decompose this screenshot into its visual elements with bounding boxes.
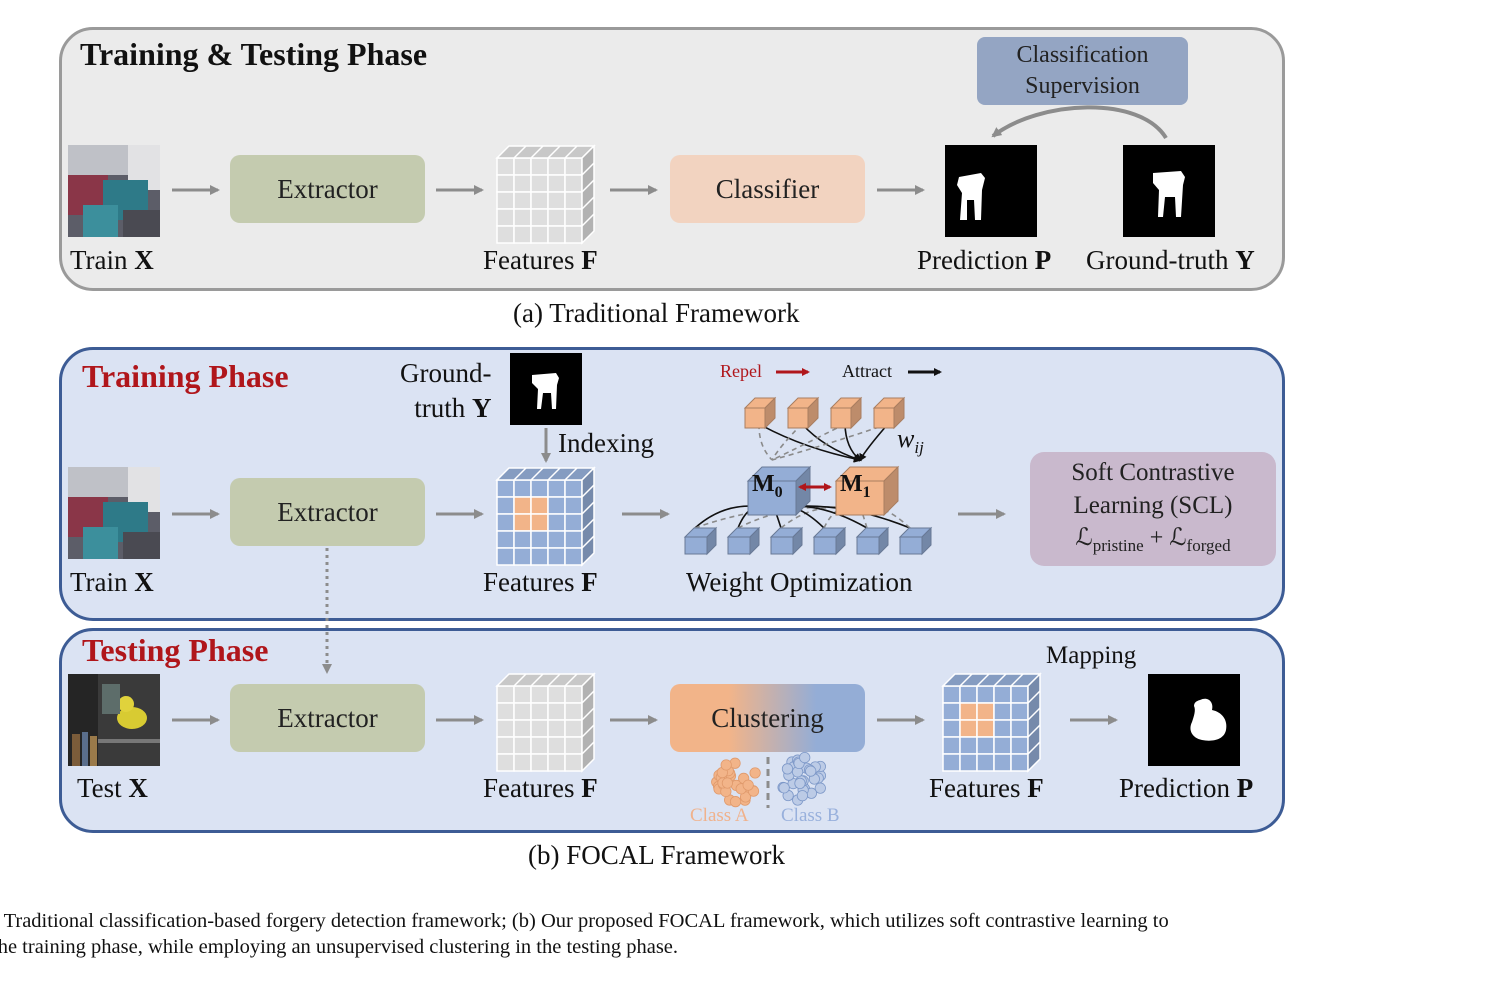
ground-truth-label-a: Ground-truth Y: [1086, 245, 1255, 275]
train-photo-icon: [68, 467, 160, 559]
test-x-label: Test X: [77, 773, 148, 803]
scl-loss: ℒpristine + ℒforged: [1075, 525, 1231, 555]
extractor-box-b-test: Extractor: [230, 684, 425, 752]
features-label-a: Features F: [483, 245, 598, 275]
class-a-label: Class A: [690, 805, 749, 826]
train-image-a: [68, 145, 160, 237]
figure-caption-line2: the training phase, while employing an u…: [0, 936, 679, 958]
ground-truth-mask-a: [1123, 145, 1215, 237]
duck-mask-icon: [1190, 698, 1227, 741]
scl-line2: Learning (SCL): [1073, 492, 1233, 520]
attract-label: Attract: [842, 361, 892, 381]
m0-label: M0: [752, 471, 783, 501]
testing-phase-title: Testing Phase: [82, 632, 269, 668]
caption-a: (a) Traditional Framework: [513, 298, 800, 328]
test-photo-icon: [68, 674, 160, 766]
weight-optimization-label: Weight Optimization: [686, 567, 913, 597]
rough-mask-icon: [957, 173, 985, 220]
extractor-box-a: Extractor: [230, 155, 425, 223]
classifier-box: Classifier: [670, 155, 865, 223]
scl-line1: Soft Contrastive: [1071, 459, 1235, 487]
chair-mask-icon: [1153, 171, 1185, 217]
ground-truth-mask-b: [510, 353, 582, 425]
train-x-label-b: Train X: [70, 567, 154, 597]
chair-mask-icon: [532, 373, 559, 409]
supervision-line2: Supervision: [1025, 73, 1140, 99]
caption-b: (b) FOCAL Framework: [528, 840, 785, 870]
repel-label: Repel: [720, 361, 762, 381]
gt-label-b: Ground- truth Y: [400, 358, 492, 423]
mapping-label: Mapping: [1046, 642, 1137, 669]
classification-supervision-box: Classification Supervision: [977, 37, 1188, 105]
features-label-b-train: Features F: [483, 567, 598, 597]
supervision-line1: Classification: [1016, 42, 1149, 68]
clustering-box: Clustering: [670, 684, 865, 752]
prediction-mask-a: [945, 145, 1037, 237]
m1-label: M1: [840, 471, 871, 501]
panel-a-title: Training & Testing Phase: [80, 36, 428, 72]
weight-symbol: wij: [897, 424, 924, 458]
scl-box: Soft Contrastive Learning (SCL) ℒpristin…: [1030, 452, 1276, 566]
figure-caption-line1: ) Traditional classification-based forge…: [0, 910, 1169, 932]
prediction-label-a: Prediction P: [917, 245, 1052, 275]
train-image-b: [68, 467, 160, 559]
prediction-mask-b: [1148, 674, 1240, 766]
train-x-label-a: Train X: [70, 245, 154, 275]
indexing-label: Indexing: [558, 428, 654, 458]
features-label-b-test: Features F: [483, 773, 598, 803]
extractor-box-b-train: Extractor: [230, 478, 425, 546]
training-phase-title: Training Phase: [82, 358, 289, 394]
class-b-label: Class B: [781, 805, 840, 826]
features-label-b-test2: Features F: [929, 773, 1044, 803]
test-image: [68, 674, 160, 766]
train-photo-icon: [68, 145, 160, 237]
prediction-label-b: Prediction P: [1119, 773, 1254, 803]
